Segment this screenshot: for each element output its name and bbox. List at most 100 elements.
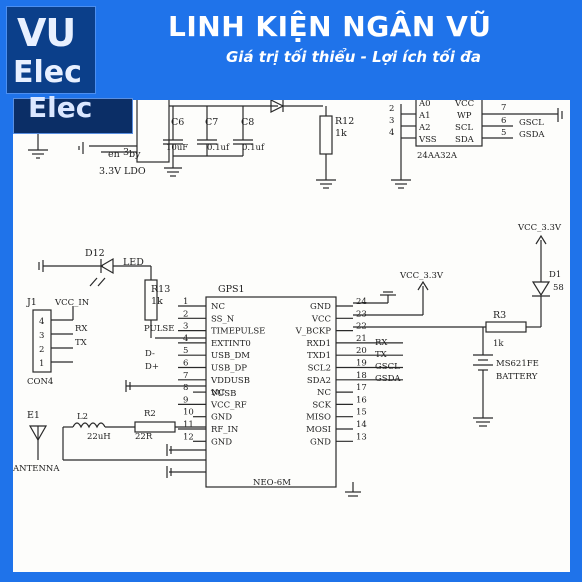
gps-left-pin-name: TIMEPULSE xyxy=(211,327,265,337)
r12-ref: R12 xyxy=(335,116,354,127)
gps-left-pin-number: 6 xyxy=(183,359,188,369)
j1-body xyxy=(32,309,52,373)
l2-value: 22uH xyxy=(87,432,111,442)
vcc-arrow xyxy=(417,280,429,291)
shop-banner: VU Elec LINH KIỆN NGÂN VŨ Giá trị tối th… xyxy=(0,0,582,98)
gps-right-pin-number: 16 xyxy=(356,395,367,405)
l2-ref: L2 xyxy=(77,412,88,422)
gps-left-pin-number: 8 xyxy=(183,383,188,393)
gps-right-pin-number: 14 xyxy=(356,420,367,430)
gps-right-pin-number: 17 xyxy=(356,383,367,393)
eeprom-pin-a1: A1 xyxy=(418,111,431,121)
j1-pin-1: 1 xyxy=(39,359,44,369)
logo-text-vu: VU xyxy=(17,11,76,55)
capacitors: C6 10uF C7 0.1uf C8 0.1uf xyxy=(163,106,265,177)
gps-left-pin-name: GND xyxy=(211,413,232,423)
gps-right-pin-number: 20 xyxy=(356,346,367,356)
gps-vcc-net: VCC_3.3V xyxy=(399,271,444,281)
ldo-pin-en: en xyxy=(108,149,120,160)
led-ref: D12 xyxy=(85,248,105,259)
brand-title: LINH KIỆN NGÂN VŨ xyxy=(168,10,492,43)
gps-right-pin-number: 19 xyxy=(356,359,367,369)
gps-right-pin-number: 21 xyxy=(356,334,367,344)
gps-right-pin-name: GND xyxy=(310,437,331,447)
eeprom-num-4: 4 xyxy=(389,128,394,138)
eeprom-num-3: 3 xyxy=(389,116,394,126)
gps-right-pin-name: MOSI xyxy=(306,425,331,435)
eeprom-24aa32a: A0 A1 A2 VSS VCC WP SCL SDA 24AA32A 2 3 … xyxy=(389,100,563,189)
r3-body xyxy=(485,321,527,333)
gps-left-pin-name: EXTINT0 xyxy=(211,339,251,349)
led-d12: D12 LED R13 1k xyxy=(38,248,170,338)
gps-left-pin-name: NC xyxy=(211,302,225,312)
gps-right-pin-name: VCC xyxy=(311,314,331,324)
net-usb-dm: D- xyxy=(145,349,155,359)
eeprom-pin-a2: A2 xyxy=(418,123,431,133)
c6-ref: C6 xyxy=(171,117,184,128)
gps-left-pin-name: NC xyxy=(211,388,225,398)
gps-left-pin-name: USB_DM xyxy=(211,351,250,361)
backup-battery: R3 1k VCC_3.3V D1 58 MS62 xyxy=(353,223,564,427)
r13-ref: R13 xyxy=(151,284,170,295)
led-label: LED xyxy=(123,257,144,268)
antenna-label: ANTENNA xyxy=(13,464,60,474)
r3-value: 1k xyxy=(493,339,504,349)
j1-net-rx: RX xyxy=(75,324,88,334)
gps-right-pin-number: 15 xyxy=(356,408,367,418)
d1-ref: D1 xyxy=(549,270,561,280)
gps-right-pin-number: 23 xyxy=(356,309,367,319)
diode-symbol xyxy=(270,100,285,113)
eeprom-net-gsda: GSDA xyxy=(519,130,545,140)
battery-label-2: BATTERY xyxy=(496,372,538,382)
eeprom-num-6: 6 xyxy=(501,116,506,126)
gps-left-pin-name: GND xyxy=(211,437,232,447)
gps-net-gscl: GSCL xyxy=(375,362,400,372)
j1-ref: J1 xyxy=(26,297,37,308)
gps-right-pin-name: MISO xyxy=(306,413,331,423)
c7-value: 0.1uf xyxy=(207,143,230,153)
r12-value: 1k xyxy=(335,128,347,139)
gps-part: NEO-6M xyxy=(253,478,291,488)
net-pulse: PULSE xyxy=(144,324,174,334)
eeprom-pin-a0: A0 xyxy=(418,100,431,109)
c8-value: 0.1uf xyxy=(242,143,265,153)
r12-section: R12 1k xyxy=(283,105,354,189)
r12-body xyxy=(319,115,333,155)
gps-right-pin-name: TXD1 xyxy=(307,351,331,361)
gps-net-gsda: GSDA xyxy=(375,374,401,384)
gps-left-pin-number: 3 xyxy=(183,322,188,332)
eeprom-num-5: 5 xyxy=(501,128,506,138)
j1-pin-2: 2 xyxy=(39,345,44,355)
eeprom-net-gscl: GSCL xyxy=(519,118,544,128)
r2-body xyxy=(134,421,176,433)
net-usb-dp: D+ xyxy=(145,362,159,372)
gps-left-pin-number: 9 xyxy=(183,395,188,405)
ldo-label: 3.3V LDO xyxy=(99,166,146,177)
gps-right-pin-number: 13 xyxy=(356,432,367,442)
gps-net-tx: TX xyxy=(375,350,388,360)
watermark-logo: Elec xyxy=(13,91,133,134)
gps-right-pin-name: RXD1 xyxy=(306,339,331,349)
connector-j1: J1 VCC_IN 4 3 2 1 RX TX CON4 xyxy=(26,297,90,387)
l2-inductor xyxy=(72,422,106,429)
j1-net-vcc-in: VCC_IN xyxy=(54,298,90,308)
gps-left-pin-number: 12 xyxy=(183,432,194,442)
gps-right-pins: 24GND23VCC22V_BCKP21RXD120TXD119SCL218SD… xyxy=(295,297,403,447)
backup-vcc-net: VCC_3.3V xyxy=(517,223,562,233)
c6-value: 10uF xyxy=(166,143,188,153)
r13-value: 1k xyxy=(151,296,163,307)
gps-right-pin-number: 18 xyxy=(356,371,367,381)
rf-input: E1 ANTENNA L2 22uH R2 22R xyxy=(13,409,206,478)
gps-left-pin-number: 10 xyxy=(183,408,194,418)
net-vusb: VUSB xyxy=(210,389,236,399)
gps-module-schematic: 3 en by 3.3V LDO xyxy=(13,100,564,497)
r2-value: 22R xyxy=(135,432,153,442)
d1-symbol xyxy=(531,281,551,297)
logo-text-elec: Elec xyxy=(13,55,82,90)
eeprom-label: 24AA32A xyxy=(417,151,458,161)
eeprom-pin-scl: SCL xyxy=(455,123,473,133)
d1-value: 58 xyxy=(553,283,564,293)
gps-left-pin-number: 2 xyxy=(183,309,188,319)
